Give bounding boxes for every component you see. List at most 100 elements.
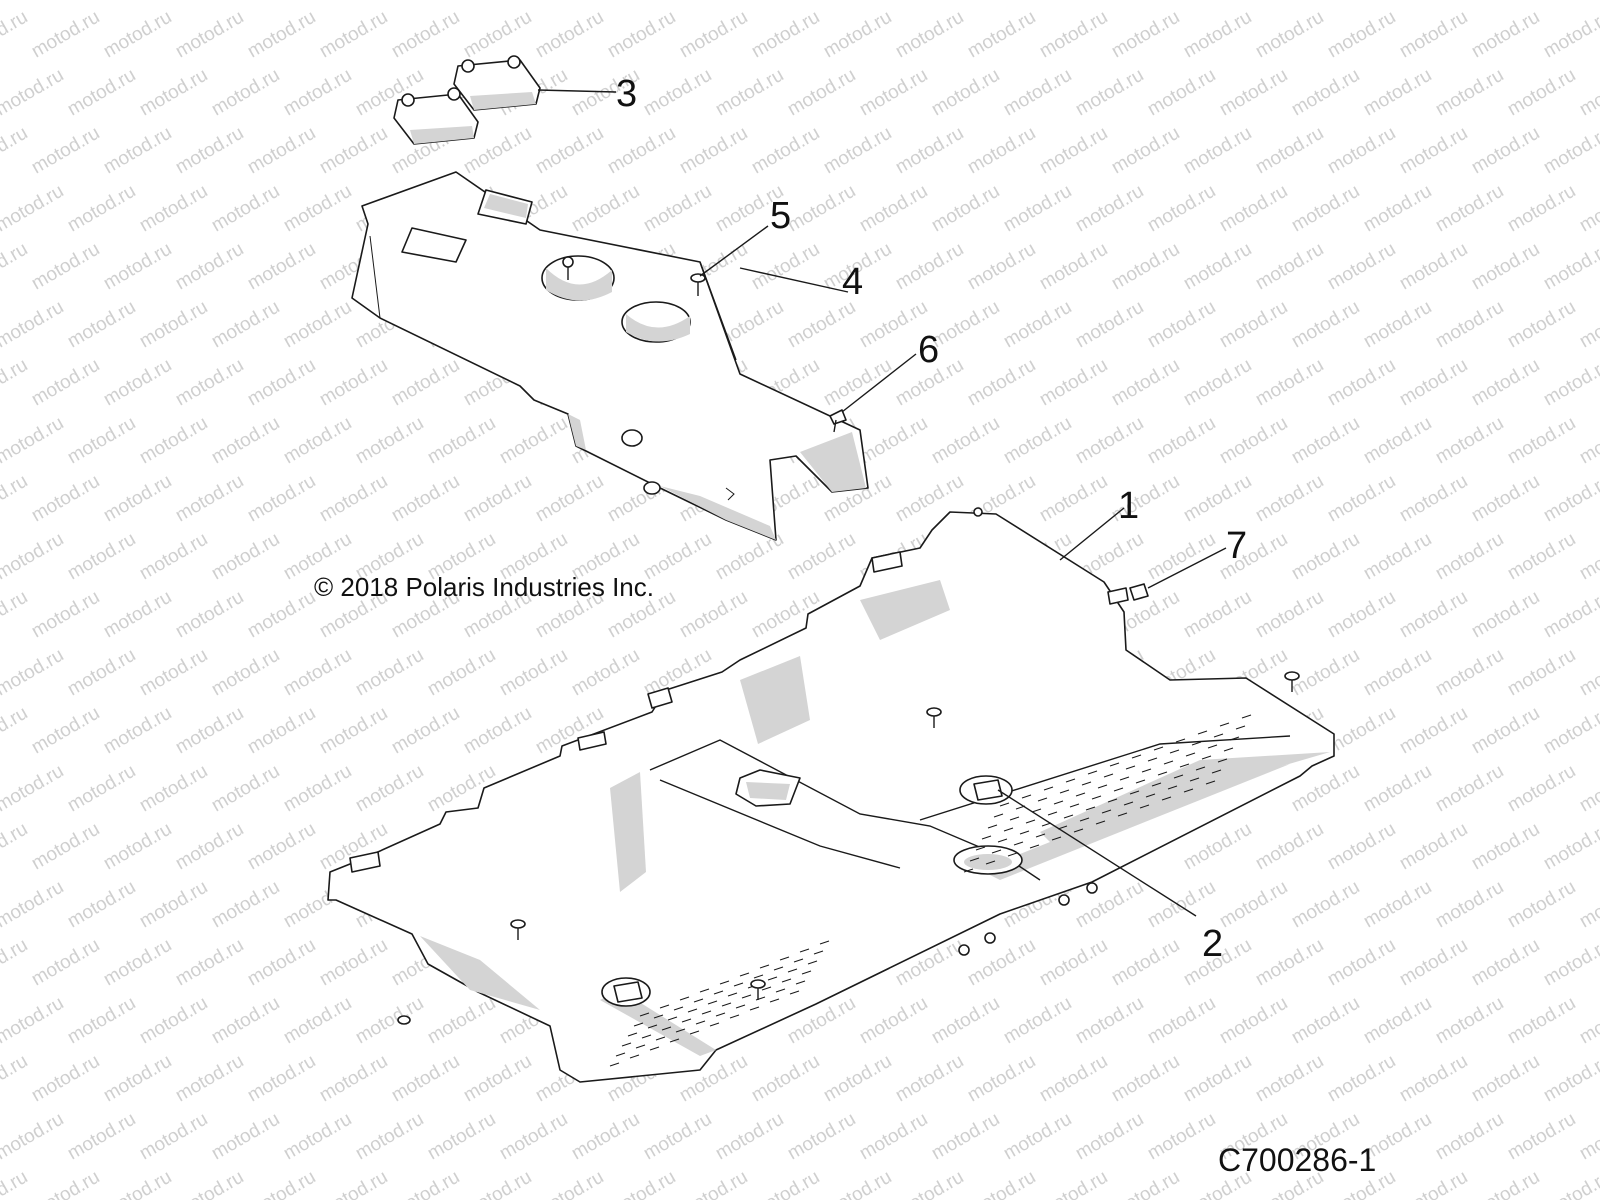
- watermark-text: motod.ru: [1216, 0, 1291, 4]
- floor-slot: [641, 1034, 652, 1039]
- watermark-text: motod.ru: [1396, 239, 1471, 295]
- watermark-text: motod.ru: [352, 0, 427, 4]
- watermark-text: motod.ru: [1000, 413, 1075, 469]
- floor-slot: [639, 1012, 650, 1017]
- watermark-text: motod.ru: [1288, 297, 1363, 353]
- floor-slot: [707, 1000, 718, 1005]
- watermark-text: motod.ru: [64, 413, 139, 469]
- watermark-text: motod.ru: [568, 645, 643, 701]
- watermark-text: motod.ru: [964, 935, 1039, 991]
- watermark-text: motod.ru: [1216, 993, 1291, 1049]
- watermark-text: motod.ru: [1216, 65, 1291, 121]
- watermark-text: motod.ru: [28, 819, 103, 875]
- floor-slot: [1069, 803, 1080, 808]
- floor-slot: [749, 1006, 760, 1011]
- floor-slot: [1109, 762, 1120, 767]
- watermark-text: motod.ru: [1144, 413, 1219, 469]
- watermark-text: motod.ru: [172, 123, 247, 179]
- watermark-text: motod.ru: [1252, 123, 1327, 179]
- watermark-text: motod.ru: [1432, 993, 1507, 1049]
- watermark-text: motod.ru: [244, 1167, 319, 1200]
- watermark-text: motod.ru: [244, 587, 319, 643]
- watermark-text: motod.ru: [712, 65, 787, 121]
- watermark-text: motod.ru: [1360, 65, 1435, 121]
- watermark-text: motod.ru: [280, 761, 355, 817]
- watermark-text: motod.ru: [1036, 935, 1111, 991]
- watermark-text: motod.ru: [1288, 413, 1363, 469]
- watermark-text: motod.ru: [964, 1167, 1039, 1200]
- floor-slot: [729, 1014, 740, 1019]
- watermark-text: motod.ru: [640, 0, 715, 4]
- watermark-text: motod.ru: [388, 355, 463, 411]
- watermark-text: motod.ru: [532, 123, 607, 179]
- watermark-text: motod.ru: [928, 1109, 1003, 1165]
- floor-slot: [789, 990, 800, 995]
- floor-slot: [1207, 744, 1218, 749]
- floor-slot: [1097, 784, 1108, 789]
- watermark-text: motod.ru: [676, 123, 751, 179]
- floor-screws: [397, 671, 1300, 1025]
- floor-slot: [621, 1042, 632, 1047]
- watermark-text: motod.ru: [820, 7, 895, 63]
- watermark-text: motod.ru: [1504, 65, 1579, 121]
- watermark-text: motod.ru: [100, 703, 175, 759]
- watermark-text: motod.ru: [172, 587, 247, 643]
- watermark-text: motod.ru: [532, 471, 607, 527]
- watermark-text: motod.ru: [1360, 181, 1435, 237]
- watermark-text: motod.ru: [100, 471, 175, 527]
- floor-slot: [985, 860, 996, 865]
- watermark-text: motod.ru: [1504, 761, 1579, 817]
- watermark-text: motod.ru: [1000, 297, 1075, 353]
- watermark-text: motod.ru: [136, 65, 211, 121]
- floor-slot: [1157, 771, 1168, 776]
- watermark-text: motod.ru: [280, 297, 355, 353]
- watermark-text: motod.ru: [280, 0, 355, 4]
- floor-slot: [769, 998, 780, 1003]
- clip-nut: [1129, 583, 1149, 601]
- watermark-text: motod.ru: [1036, 471, 1111, 527]
- floor-slot: [753, 974, 764, 979]
- watermark-text: motod.ru: [1036, 239, 1111, 295]
- watermark-text: motod.ru: [460, 7, 535, 63]
- watermark-text: motod.ru: [1324, 239, 1399, 295]
- callout-2: 2: [1202, 923, 1223, 965]
- floor-slot: [1047, 811, 1058, 816]
- floor-slot: [1037, 797, 1048, 802]
- floor-slot: [1019, 830, 1030, 835]
- watermark-text: motod.ru: [1180, 7, 1255, 63]
- watermark-text: motod.ru: [64, 181, 139, 237]
- watermark-text: motod.ru: [1036, 1167, 1111, 1200]
- watermark-text: motod.ru: [892, 239, 967, 295]
- watermark-text: motod.ru: [0, 239, 31, 295]
- floor-slot: [1007, 852, 1018, 857]
- watermark-text: motod.ru: [1108, 7, 1183, 63]
- floor-slot: [1029, 844, 1040, 849]
- watermark-text: motod.ru: [1180, 239, 1255, 295]
- watermark-text: motod.ru: [316, 471, 391, 527]
- watermark-text: motod.ru: [1324, 7, 1399, 63]
- floor-slot: [627, 1032, 638, 1037]
- watermark-text: motod.ru: [1540, 1051, 1600, 1107]
- watermark-text: motod.ru: [496, 413, 571, 469]
- watermark-text: motod.ru: [1396, 587, 1471, 643]
- floor-slot: [1169, 749, 1180, 754]
- watermark-text: motod.ru: [784, 1109, 859, 1165]
- floor-slot: [1151, 782, 1162, 787]
- watermark-text: motod.ru: [28, 1167, 103, 1200]
- callout-7: 7: [1226, 525, 1247, 567]
- watermark-text: motod.ru: [1540, 1167, 1600, 1200]
- watermark-text: motod.ru: [1504, 413, 1579, 469]
- floor-slot: [719, 980, 730, 985]
- watermark-text: motod.ru: [1540, 7, 1600, 63]
- floor-slot: [655, 1036, 666, 1041]
- watermark-text: motod.ru: [1108, 239, 1183, 295]
- watermark-text: motod.ru: [316, 7, 391, 63]
- floor-slot: [1219, 722, 1230, 727]
- watermark-text: motod.ru: [1396, 7, 1471, 63]
- watermark-text: motod.ru: [0, 935, 31, 991]
- watermark-text: motod.ru: [136, 0, 211, 4]
- watermark-text: motod.ru: [0, 761, 67, 817]
- floor-slot: [609, 1062, 620, 1067]
- watermark-text: motod.ru: [820, 1167, 895, 1200]
- watermark-text: motod.ru: [0, 1051, 31, 1107]
